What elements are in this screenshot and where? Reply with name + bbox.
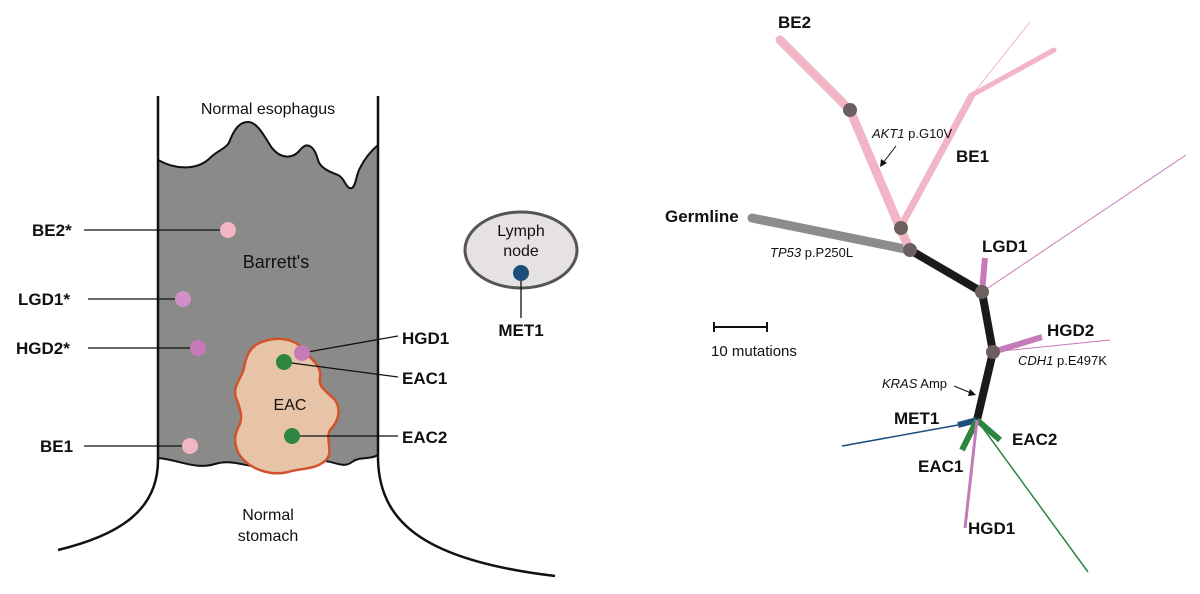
eac1-branch: [959, 418, 980, 452]
be2-branch-lower: [845, 108, 905, 230]
kras-arrow: [953, 385, 972, 394]
hgd2-node: [986, 345, 1000, 359]
eac1-sample-dot: [276, 354, 292, 370]
germline-branch: [747, 213, 915, 255]
be-node: [894, 221, 908, 235]
hgd1-sample-dot: [294, 345, 310, 361]
tree-label-eac2: EAC2: [1012, 430, 1057, 449]
be2-branch-upper: [775, 35, 855, 115]
eac-tumor: [233, 337, 340, 475]
tree-label-eac1: EAC1: [918, 457, 963, 476]
lgd1-node: [975, 285, 989, 299]
lgd1-sample-dot: [175, 291, 191, 307]
phylogenetic-tree: BE2 BE1 Germline LGD1 HGD2 MET1 EAC1 EAC…: [665, 13, 1187, 573]
hgd2-branch: [992, 334, 1043, 355]
hgd1-sample-label: HGD1: [402, 329, 449, 348]
be1-sample-label: BE1: [40, 437, 73, 456]
normal-stomach-label-2: stomach: [238, 528, 298, 545]
tree-label-met1: MET1: [894, 409, 939, 428]
left-wall: [57, 96, 160, 552]
hgd2-sample-label: HGD2*: [16, 339, 70, 358]
hgd2-thin-branch: [992, 339, 1111, 353]
lgd1-sample-label: LGD1*: [18, 290, 70, 309]
scale-bar-label: 10 mutations: [711, 343, 797, 360]
eac2-thin-branch: [976, 419, 1089, 573]
kras-annotation: KRAS Amp: [882, 376, 947, 391]
akt1-arrow: [882, 145, 897, 164]
tree-label-be1: BE1: [956, 147, 989, 166]
scale-bar: 10 mutations: [711, 322, 797, 360]
trunk-segment-1: [907, 246, 985, 296]
be1-branch-tip: [969, 47, 1057, 98]
esophagus-schematic: Normal esophagus Barrett's EAC Normal st…: [16, 96, 556, 578]
barretts-label: Barrett's: [243, 252, 309, 272]
eac2-sample-label: EAC2: [402, 428, 447, 447]
lymph-node: Lymph node MET1: [463, 210, 579, 340]
lymph-node-label-1: Lymph: [497, 223, 544, 240]
akt1-annotation: AKT1 p.G10V: [871, 126, 953, 141]
tree-label-hgd2: HGD2: [1047, 321, 1094, 340]
tree-label-lgd1: LGD1: [982, 237, 1027, 256]
tree-label-be2: BE2: [778, 13, 811, 32]
met1-sample-label: MET1: [498, 321, 543, 340]
normal-esophagus-label: Normal esophagus: [201, 101, 335, 118]
tree-label-hgd1: HGD1: [968, 519, 1015, 538]
met1-thin-branch: [841, 424, 959, 447]
lymph-node-label-2: node: [503, 243, 539, 260]
right-wall: [376, 96, 556, 578]
be2-node: [843, 103, 857, 117]
hgd2-sample-dot: [190, 340, 206, 356]
cdh1-annotation: CDH1 p.E497K: [1018, 353, 1107, 368]
tree-label-germline: Germline: [665, 207, 739, 226]
trunk-segment-3: [973, 351, 997, 421]
eac2-branch: [975, 417, 1002, 443]
be1-thin-branch: [971, 21, 1031, 96]
be2-sample-label: BE2*: [32, 221, 72, 240]
normal-stomach-label-1: Normal: [242, 507, 294, 524]
eac-region-label: EAC: [274, 397, 307, 414]
be2-sample-dot: [220, 222, 236, 238]
met1-sample-dot: [513, 265, 529, 281]
tp53-annotation: TP53 p.P250L: [770, 245, 853, 260]
eac1-sample-label: EAC1: [402, 369, 447, 388]
be1-sample-dot: [182, 438, 198, 454]
be1-branch: [896, 93, 976, 230]
trunk-segment-2: [978, 291, 997, 353]
lgd1-thin-branch: [981, 154, 1187, 293]
eac2-sample-dot: [284, 428, 300, 444]
root-node: [903, 243, 917, 257]
hgd1-branch: [963, 419, 979, 529]
